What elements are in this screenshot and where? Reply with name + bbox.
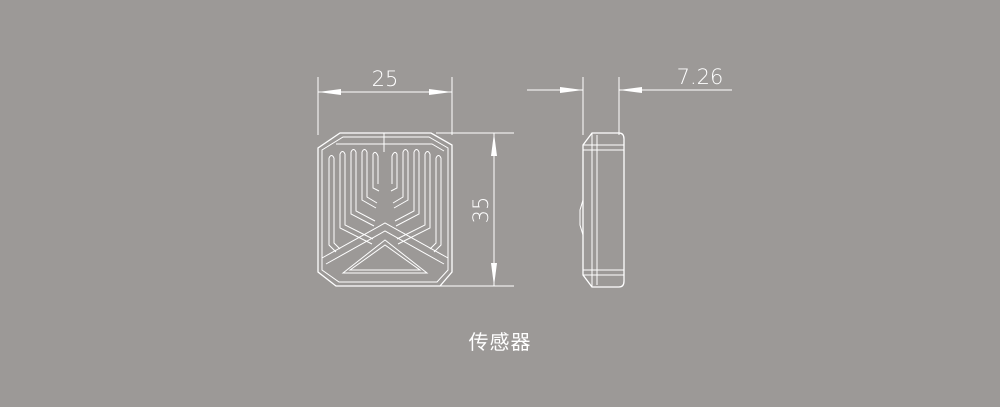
height-dimension: 35: [436, 132, 514, 287]
front-view: [317, 132, 453, 287]
right-grooves: [390, 149, 442, 253]
left-grooves: [328, 149, 380, 253]
side-view: [579, 132, 625, 288]
thickness-dimension: 7.26: [527, 65, 732, 135]
width-label: 25: [372, 67, 399, 91]
width-dimension: 25: [317, 67, 453, 135]
triangle-emblem: [321, 222, 449, 274]
height-label: 35: [469, 197, 493, 224]
diagram-caption: 传感器: [468, 330, 532, 354]
thickness-label: 7.26: [677, 65, 724, 89]
